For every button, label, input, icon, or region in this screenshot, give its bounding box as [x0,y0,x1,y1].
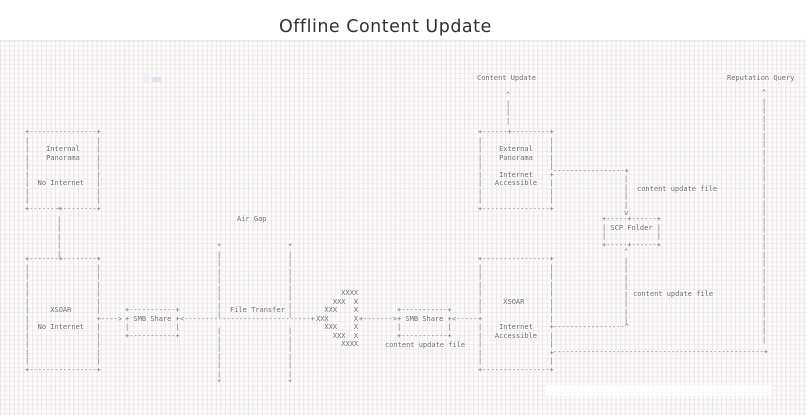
xsoar-online-box: +----------------+ | | | | | | | | | XSO… [478,255,554,374]
network-shape: XXXX XXX X XXX X XXX X XXX X XXX X XXXX [316,289,359,348]
page-title: Offline Content Update [279,16,492,37]
content-update-file-label-top: content update file [637,185,718,193]
arrow-up-to-scp-folder: ^ | | | | | | | | [624,248,629,324]
toolbar-fragment [142,74,150,82]
line-xsoar-to-reputation-query: ----------------------------------------… [553,348,768,356]
smb-share-left-box: +-----------+ + SMB Share + | | +-------… [125,306,180,340]
link-xsoar-to-internal-panorama: ^ | | | | | [57,207,62,258]
arrow-network-shape-to-smb-right: +-------> [359,315,397,323]
line-panorama-to-scp: -----------------+ [553,167,629,175]
line-highlight [546,385,772,396]
file-transfer-label: File Transfer [230,306,285,314]
line-smb-left-to-network-shape: <------------------------------+ [180,315,315,323]
diagram-canvas: +----------------+ | | | Internal | | Pa… [0,40,806,415]
smb-share-right-box: +-----------+ + SMB Share + | | +-------… [397,306,452,340]
link-content-update-to-panorama: ^ | | | [506,91,511,125]
arrow-smb-right-to-xsoar: <----- [452,315,478,323]
content-update-file-label-right: content update file [633,290,714,298]
external-panorama-box: +------+---------+ | | | External | | Pa… [478,128,554,213]
link-reputation-query: ^ | | | | | | | | | | | | | | | | | | | … [762,89,767,344]
content-update-label: Content Update [477,74,537,82]
xsoar-offline-box: +-------+--------+ | | | | | | | | | | |… [25,255,101,374]
air-gap-line-right: * | | | | | | | | | | | | | | * [288,242,293,386]
scp-folder-box: +-----+------+ | SCP Folder | | | +-----… [602,215,662,249]
air-gap-line-left: * | | | | | | | | | | | | | | * [217,242,222,386]
internal-panorama-box: +----------------+ | | | Internal | | Pa… [25,128,101,213]
arrow-down-to-scp-folder: | | | | v [624,175,629,217]
canvas-smudge [152,77,161,82]
air-gap-label: Air Gap [237,215,267,223]
line-xsoar-to-scp: -----------------^ [553,323,629,331]
reputation-query-label: Reputation Query [727,74,795,82]
arrow-xsoar-to-smb-left: ----> [101,315,123,323]
content-update-file-label-bottom: content update file [385,341,466,349]
